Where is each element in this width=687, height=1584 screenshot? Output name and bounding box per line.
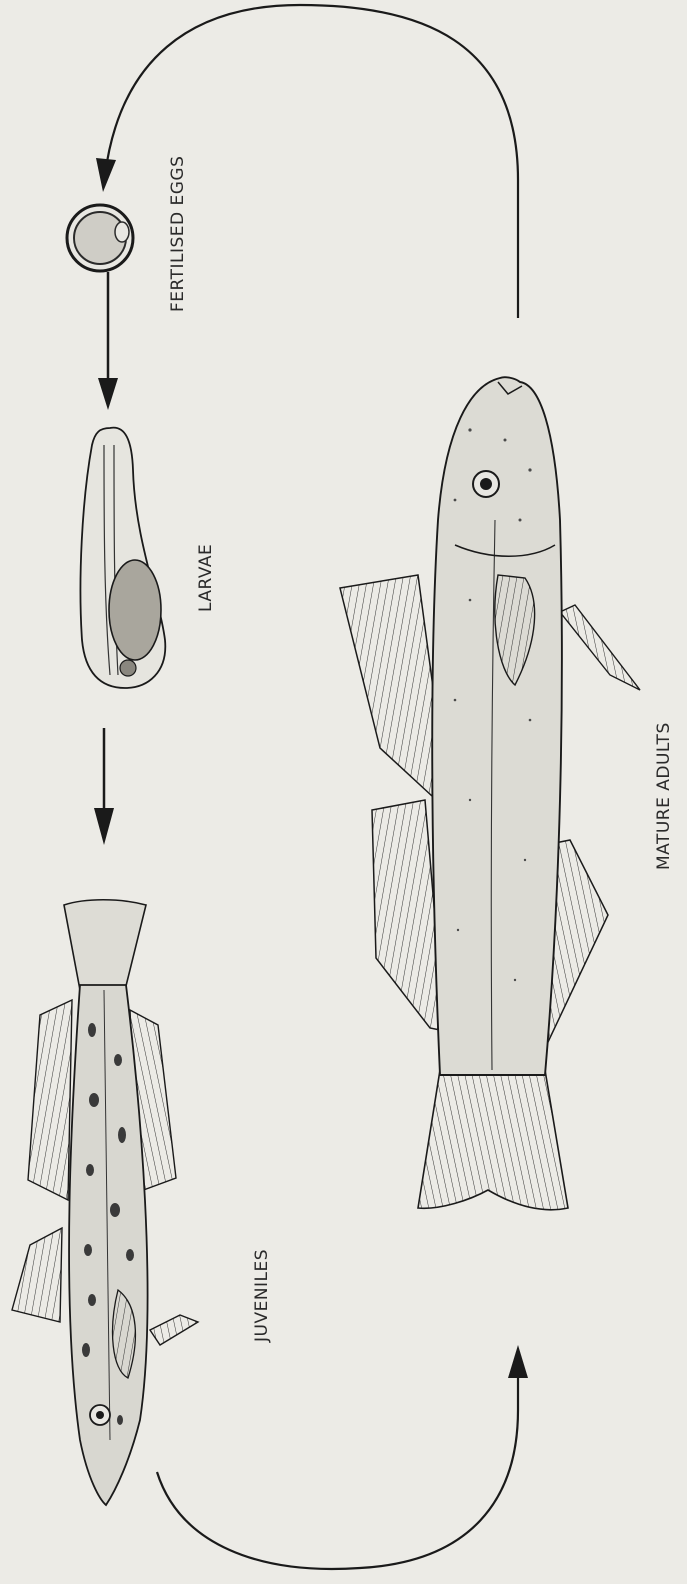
arrow-eggs-to-larvae — [98, 272, 118, 410]
larva-illustration — [80, 428, 165, 688]
juvenile-fish-illustration — [12, 900, 198, 1505]
label-juveniles: JUVENILES — [252, 1249, 272, 1342]
arrowhead-icon — [98, 378, 118, 410]
fertilised-egg-illustration — [67, 205, 133, 271]
cycle-arrow-juveniles-to-adults — [157, 1345, 528, 1569]
label-fertilised-eggs: FERTILISED EGGS — [168, 156, 188, 312]
arrowhead-icon — [96, 158, 116, 192]
arrowhead-icon — [94, 808, 114, 845]
cycle-arrow-adults-to-eggs — [96, 5, 518, 318]
adult-fish-illustration — [340, 377, 640, 1210]
arrowhead-icon — [508, 1345, 528, 1378]
label-larvae: LARVAE — [196, 544, 216, 612]
label-mature-adults: MATURE ADULTS — [654, 722, 674, 870]
